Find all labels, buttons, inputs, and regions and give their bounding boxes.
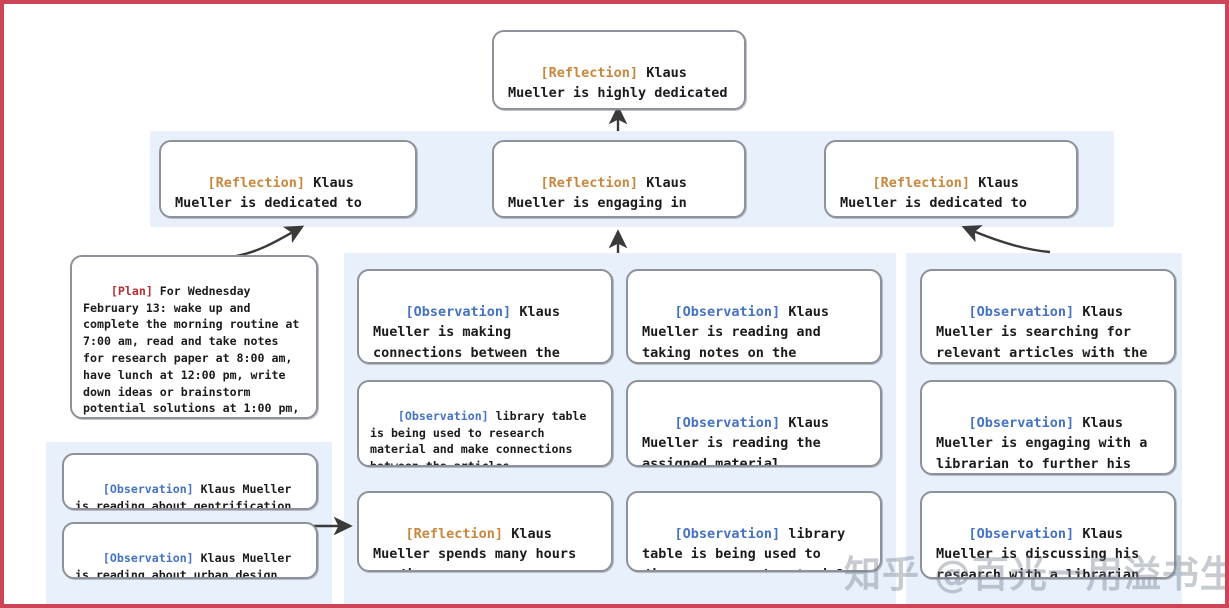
node-text: Klaus Mueller is discussing his research… bbox=[936, 525, 1148, 579]
node-text: Klaus Mueller is highly dedicated to res… bbox=[508, 64, 728, 108]
node-observation-urban-design[interactable]: [Observation] Klaus Mueller is reading a… bbox=[62, 522, 318, 579]
node-text: Klaus Mueller is dedicated to research bbox=[840, 174, 1027, 216]
node-tag: [Observation] bbox=[102, 481, 194, 496]
node-col4-observation-searching-articles[interactable]: [Observation] Klaus Mueller is searching… bbox=[920, 269, 1176, 364]
node-tag: [Observation] bbox=[674, 414, 781, 431]
node-tag: [Observation] bbox=[674, 303, 781, 320]
node-text: Klaus Mueller is making connections betw… bbox=[373, 303, 560, 361]
node-tag: [Observation] bbox=[405, 303, 512, 320]
node-text: Klaus Mueller is engaging in research ac… bbox=[508, 174, 687, 216]
node-text: Klaus Mueller is searching for relevant … bbox=[936, 303, 1148, 361]
node-tag: [Observation] bbox=[968, 303, 1075, 320]
node-mid-right-reflection[interactable]: [Reflection] Klaus Mueller is dedicated … bbox=[824, 140, 1078, 218]
node-col2-observation-connections[interactable]: [Observation] Klaus Mueller is making co… bbox=[357, 269, 613, 364]
node-observation-gentrification[interactable]: [Observation] Klaus Mueller is reading a… bbox=[62, 453, 318, 510]
node-tag: [Observation] bbox=[968, 525, 1075, 542]
node-col3-observation-discuss-material[interactable]: [Observation] library table is being use… bbox=[626, 491, 882, 572]
node-tag: [Observation] bbox=[397, 408, 489, 423]
node-col2-observation-library-table[interactable]: [Observation] library table is being use… bbox=[357, 380, 613, 467]
node-tag: [Observation] bbox=[968, 414, 1075, 431]
node-text: Klaus Mueller is engaging with a librari… bbox=[936, 414, 1148, 472]
node-col3-observation-taking-notes[interactable]: [Observation] Klaus Mueller is reading a… bbox=[626, 269, 882, 364]
node-tag: [Reflection] bbox=[540, 174, 639, 191]
node-text: library table is being used to discuss r… bbox=[642, 525, 846, 570]
node-col4-observation-engaging-librarian[interactable]: [Observation] Klaus Mueller is engaging … bbox=[920, 380, 1176, 475]
node-tag: [Reflection] bbox=[872, 174, 971, 191]
node-tag: [Observation] bbox=[674, 525, 781, 542]
node-text: Klaus Mueller spends many hours reading bbox=[373, 525, 577, 570]
node-tag: [Reflection] bbox=[207, 174, 306, 191]
node-col2-reflection-hours-reading[interactable]: [Reflection] Klaus Mueller spends many h… bbox=[357, 491, 613, 572]
node-text: Klaus Mueller is reading about urban des… bbox=[75, 550, 299, 579]
node-tag: [Reflection] bbox=[405, 525, 504, 542]
node-text: Klaus Mueller is reading about gentrific… bbox=[75, 481, 299, 510]
node-text: Klaus Mueller is dedicated to research bbox=[175, 174, 362, 216]
node-root-reflection[interactable]: [Reflection] Klaus Mueller is highly ded… bbox=[492, 30, 746, 110]
node-tag: [Plan] bbox=[110, 283, 153, 298]
node-tag: [Reflection] bbox=[540, 64, 639, 81]
node-col4-observation-discussing-research[interactable]: [Observation] Klaus Mueller is discussin… bbox=[920, 491, 1176, 579]
node-text: library table is being used to research … bbox=[370, 408, 594, 467]
node-text: For Wednesday February 13: wake up and c… bbox=[83, 283, 300, 416]
node-plan[interactable]: [Plan] For Wednesday February 13: wake u… bbox=[70, 255, 318, 419]
node-mid-left-reflection[interactable]: [Reflection] Klaus Mueller is dedicated … bbox=[159, 140, 417, 218]
node-mid-center-reflection[interactable]: [Reflection] Klaus Mueller is engaging i… bbox=[492, 140, 746, 218]
node-col3-observation-assigned-material[interactable]: [Observation] Klaus Mueller is reading t… bbox=[626, 380, 882, 467]
node-text: Klaus Mueller is reading the assigned ma… bbox=[642, 414, 838, 467]
node-text: Klaus Mueller is reading and taking note… bbox=[642, 303, 829, 361]
node-tag: [Observation] bbox=[102, 550, 194, 565]
